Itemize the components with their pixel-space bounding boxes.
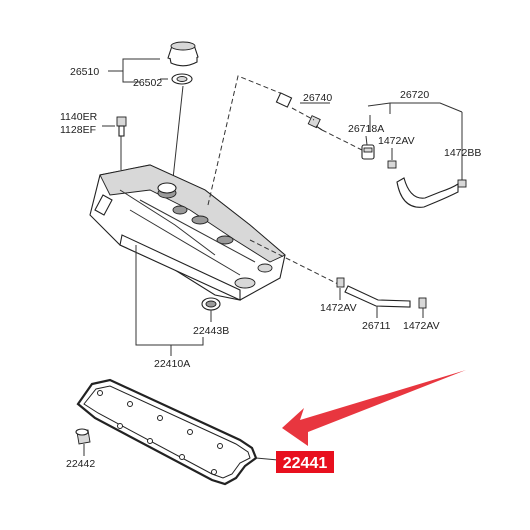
seal-grommet [201,297,221,311]
callout-part-number: 22441 [283,455,328,472]
valve-cover-gasket [76,378,258,486]
highlight-arrow [282,370,466,446]
label-1472bb: 1472BB [444,147,481,159]
cap-gasket [171,73,193,85]
label-26720: 26720 [400,89,429,101]
pcv-valve [275,92,323,131]
hose-clamp-top [387,160,397,169]
breather-hose [396,177,459,208]
hose-clamp-mid [336,277,345,288]
cover-bolt [116,116,127,137]
hose-clamp-right [457,179,467,188]
label-1472av-right: 1472AV [403,320,440,332]
label-26718a: 26718A [348,123,384,135]
part-number-callout: 22441 [276,451,334,473]
label-1472av-top: 1472AV [378,135,415,147]
valve-cover [89,164,286,301]
hose-clamp-right-lower [418,297,427,309]
label-26502: 26502 [133,77,162,89]
label-26510: 26510 [70,66,99,78]
label-1472av-mid: 1472AV [320,302,357,314]
plug-seal [75,428,91,445]
pcv-hose [344,285,411,308]
label-22410a: 22410A [154,358,190,370]
label-26711: 26711 [362,320,391,332]
label-1140er: 1140ER [60,111,98,123]
label-22442: 22442 [66,458,95,470]
oil-filler-cap [167,41,199,67]
label-22443b: 22443B [193,325,229,337]
label-26740: 26740 [303,92,332,104]
hose-connector [361,144,375,160]
label-1128ef: 1128EF [60,124,96,136]
